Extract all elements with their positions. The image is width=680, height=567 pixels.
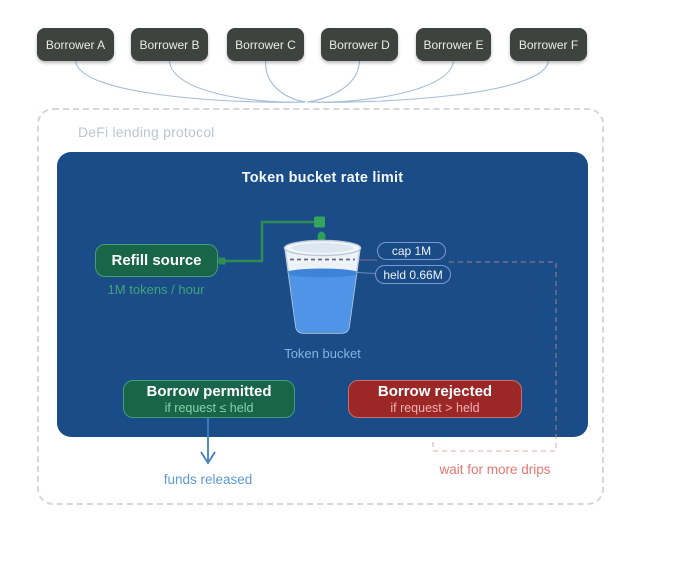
borrower-node-c[interactable]: Borrower C — [227, 28, 304, 61]
refill-rate-label: 1M tokens / hour — [107, 282, 205, 297]
borrower-node-b[interactable]: Borrower B — [131, 28, 208, 61]
permitted-condition: if request ≤ held — [164, 400, 254, 415]
bucket-label: Token bucket — [284, 346, 361, 361]
borrow-permitted-button[interactable]: Borrow permitted if request ≤ held — [123, 380, 295, 418]
rejected-condition: if request > held — [390, 400, 480, 415]
wait-for-drips-label: wait for more drips — [439, 462, 551, 477]
refill-source-button[interactable]: Refill source — [95, 244, 218, 277]
borrower-node-d[interactable]: Borrower D — [321, 28, 398, 61]
panel-title: Token bucket rate limit — [241, 170, 404, 186]
protocol-container — [37, 108, 604, 505]
funds-released-label: funds released — [163, 472, 253, 487]
permitted-title: Borrow permitted — [146, 382, 272, 400]
cap-badge: cap 1M — [377, 242, 446, 260]
protocol-label: DeFi lending protocol — [78, 124, 215, 140]
borrower-node-f[interactable]: Borrower F — [510, 28, 587, 61]
borrower-node-e[interactable]: Borrower E — [416, 28, 491, 61]
held-badge: held 0.66M — [375, 265, 451, 284]
borrow-rejected-button[interactable]: Borrow rejected if request > held — [348, 380, 522, 418]
borrower-curves-group — [74, 60, 550, 103]
borrower-node-a[interactable]: Borrower A — [37, 28, 114, 61]
rejected-title: Borrow rejected — [377, 382, 493, 400]
